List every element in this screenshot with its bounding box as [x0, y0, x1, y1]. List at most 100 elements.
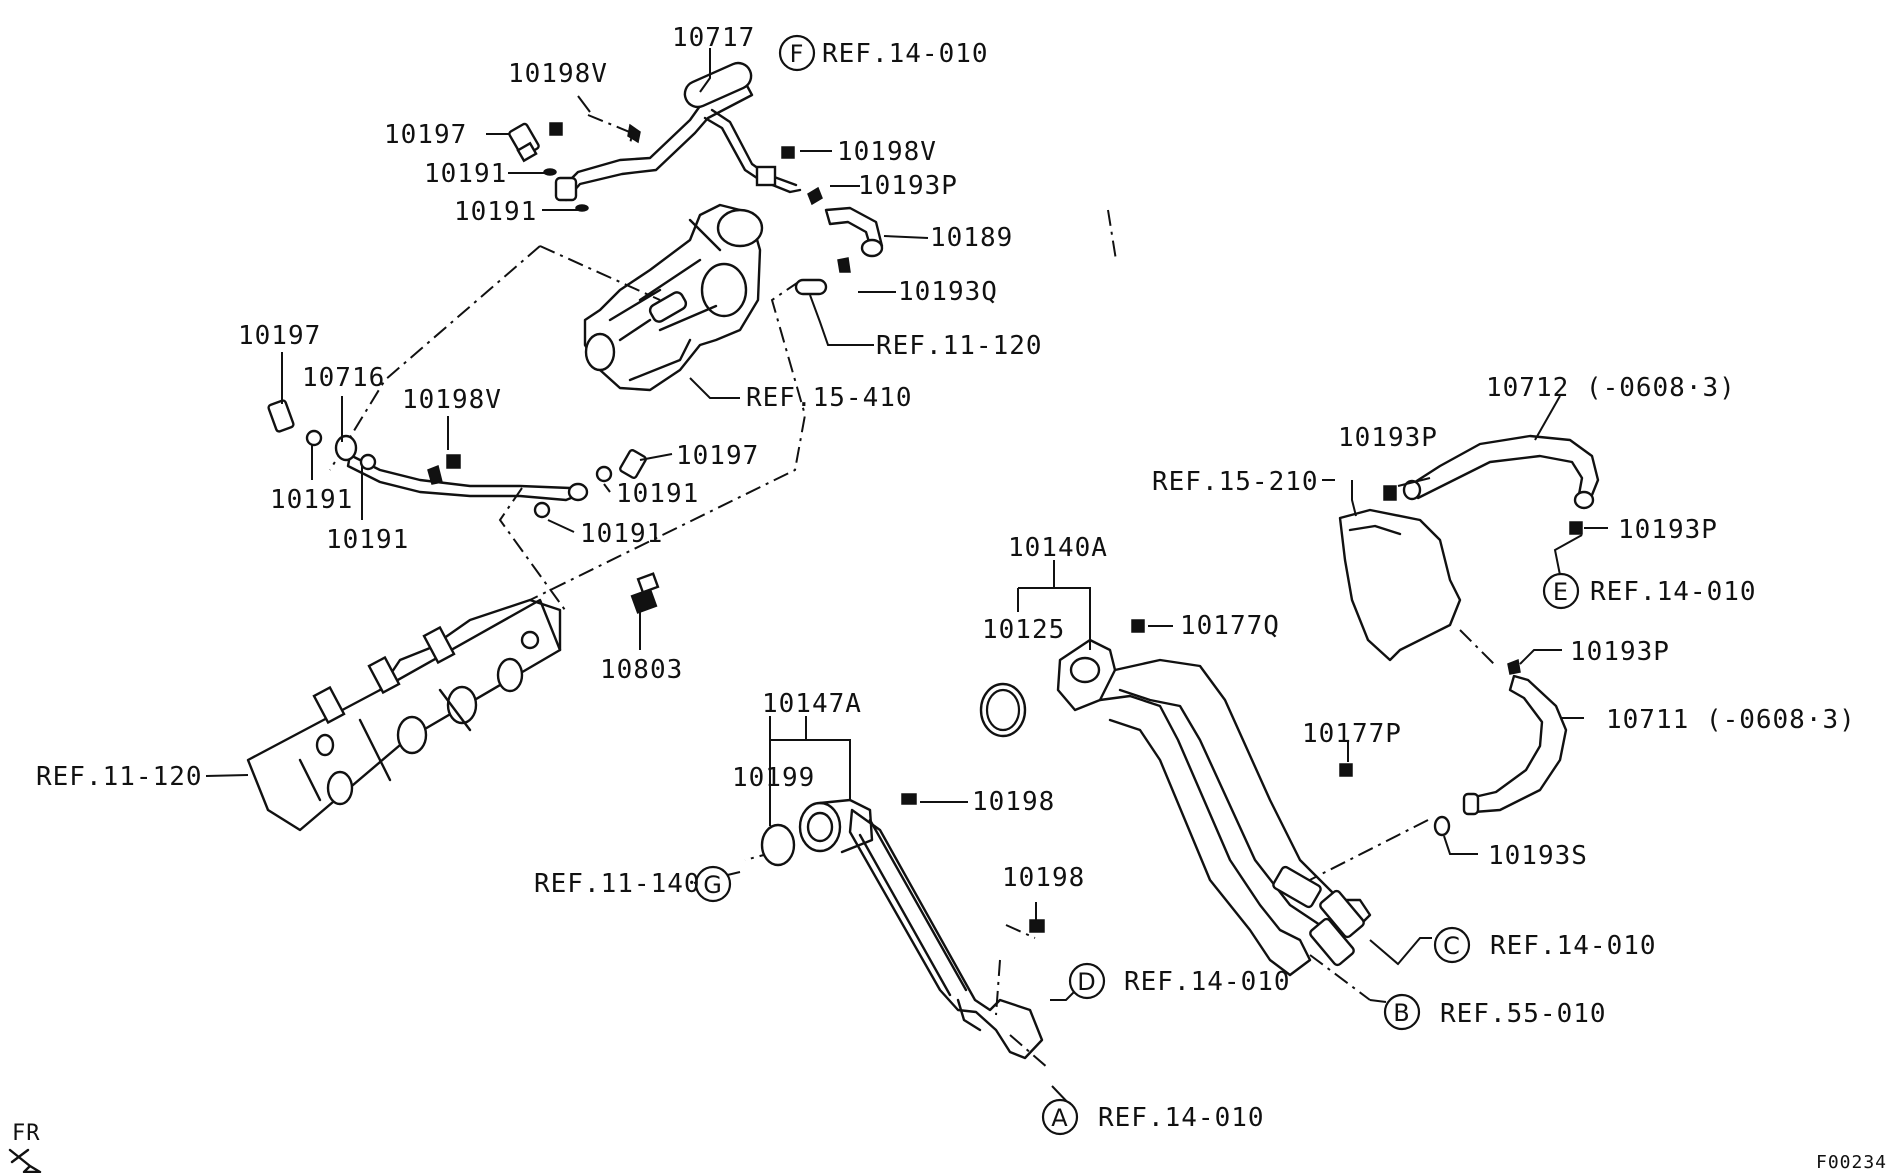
label-ref-14-010-d: REF.14-010	[1124, 967, 1291, 997]
label-10193q: 10193Q	[898, 277, 998, 307]
label-10191-d: 10191	[326, 525, 409, 555]
label-ref-14-010-f: REF.14-010	[822, 39, 989, 69]
pipe-stub-ref-11-120	[794, 278, 828, 296]
label-10197-b: 10197	[238, 321, 321, 351]
label-ref-14-010-c: REF.14-010	[1490, 931, 1657, 961]
label-ref-14-010-e: REF.14-010	[1590, 577, 1757, 607]
clamp-10193p-d	[1507, 658, 1521, 675]
callout-C: C	[1433, 926, 1471, 964]
part-labels: 10717 REF.14-010 10198V 10197 10191 1019…	[36, 23, 1856, 1133]
callout-A: A	[1041, 1098, 1079, 1136]
svg-text:E: E	[1553, 578, 1569, 606]
label-10189: 10189	[930, 223, 1013, 253]
callout-F: F	[778, 34, 816, 72]
svg-text:C: C	[1443, 932, 1461, 960]
gasket-10125-inner	[985, 688, 1021, 732]
bolt-10198v-mid	[781, 146, 795, 159]
label-ref-11-120-b: REF.11-120	[36, 762, 203, 792]
label-10199: 10199	[732, 763, 815, 793]
label-ref-11-140: REF.11-140	[534, 869, 701, 899]
clamp-10193p-b	[1383, 485, 1397, 501]
washer-10191-d	[359, 453, 377, 471]
label-10191-e: 10191	[616, 479, 699, 509]
label-10193p-d: 10193P	[1570, 637, 1670, 667]
label-10197-a: 10197	[384, 120, 467, 150]
clamp-10193p-c	[1569, 521, 1583, 535]
turbocharger	[583, 203, 764, 392]
label-10147a: 10147A	[762, 689, 862, 719]
bolt-10198v-upper	[549, 122, 563, 136]
hose-10711	[1462, 674, 1568, 816]
label-10198v-c: 10198V	[402, 385, 502, 415]
o-ring-10199	[760, 823, 796, 867]
label-10191-c: 10191	[270, 485, 353, 515]
banjo-bolt-10197-right	[619, 449, 647, 479]
label-10193s: 10193S	[1488, 841, 1588, 871]
label-ref-11-120-a: REF.11-120	[876, 331, 1043, 361]
bolt-10177p	[1339, 763, 1353, 777]
leader-lines	[205, 48, 1608, 1109]
svg-text:G: G	[703, 871, 723, 899]
bolt-10198-b	[1029, 919, 1045, 933]
washer-10191-f	[533, 501, 551, 519]
clamp-10193q	[837, 257, 851, 273]
label-10193p-a: 10193P	[858, 171, 958, 201]
washer-10191-e	[595, 465, 613, 483]
label-10191-a: 10191	[424, 159, 507, 189]
label-10198v-b: 10198V	[837, 137, 937, 167]
label-10193p-c: 10193P	[1618, 515, 1718, 545]
label-10711: 10711 (-0608·3)	[1606, 705, 1856, 735]
clamp-10193p-upper	[807, 186, 823, 206]
label-10177q: 10177Q	[1180, 611, 1280, 641]
front-direction-indicator: FR	[8, 1121, 42, 1173]
callout-E: E	[1542, 572, 1580, 610]
hose-10189	[824, 206, 884, 258]
coolant-pipe-10717	[554, 61, 802, 202]
label-10198-a: 10198	[972, 787, 1055, 817]
svg-text:A: A	[1051, 1104, 1068, 1132]
banjo-bolt-10197-left	[267, 399, 295, 433]
callout-B: B	[1383, 993, 1421, 1031]
bolt-10177q	[1131, 619, 1145, 633]
label-10191-f: 10191	[580, 519, 663, 549]
callout-G: G	[694, 865, 732, 903]
label-10197-c: 10197	[676, 441, 759, 471]
washer-10191-b	[575, 204, 589, 212]
label-10717: 10717	[672, 23, 755, 53]
label-10198v-a: 10198V	[508, 59, 608, 89]
label-ref-14-010-a: REF.14-010	[1098, 1103, 1265, 1133]
label-10125: 10125	[982, 615, 1065, 645]
label-10198-b: 10198	[1002, 863, 1085, 893]
label-ref-55-010: REF.55-010	[1440, 999, 1607, 1029]
callout-D: D	[1068, 962, 1106, 1000]
bracket-ref-15-210	[1338, 508, 1462, 662]
svg-text:B: B	[1393, 999, 1410, 1027]
label-10716: 10716	[302, 363, 385, 393]
sensor-10803	[630, 572, 660, 614]
figure-code: F00234	[1816, 1152, 1887, 1173]
svg-text:F: F	[790, 40, 805, 68]
clamp-10193s	[1433, 815, 1451, 837]
assembly-dash-lines	[329, 114, 1496, 1069]
bolt-10198-a	[901, 793, 917, 805]
svg-text:D: D	[1077, 968, 1096, 996]
label-10177p: 10177P	[1302, 719, 1402, 749]
label-ref-15-410: REF.15-410	[746, 383, 913, 413]
label-10193p-b: 10193P	[1338, 423, 1438, 453]
oil-pipe-10716	[334, 434, 589, 502]
washer-10191-c	[305, 429, 323, 447]
cylinder-head	[246, 598, 562, 832]
hose-10712	[1402, 434, 1600, 510]
banjo-bolt-10197-upper	[508, 122, 540, 163]
front-label: FR	[12, 1121, 41, 1146]
label-10140a: 10140A	[1008, 533, 1108, 563]
label-10803: 10803	[600, 655, 683, 685]
label-10191-b: 10191	[454, 197, 537, 227]
label-10712: 10712 (-0608·3)	[1486, 373, 1736, 403]
water-pipe-10147a	[798, 798, 1044, 1060]
label-ref-15-210: REF.15-210	[1152, 467, 1319, 497]
water-outlet-10140a	[1056, 638, 1372, 977]
bolt-10198v-lower	[446, 454, 461, 469]
front-direction-arrow-icon	[8, 1148, 42, 1173]
